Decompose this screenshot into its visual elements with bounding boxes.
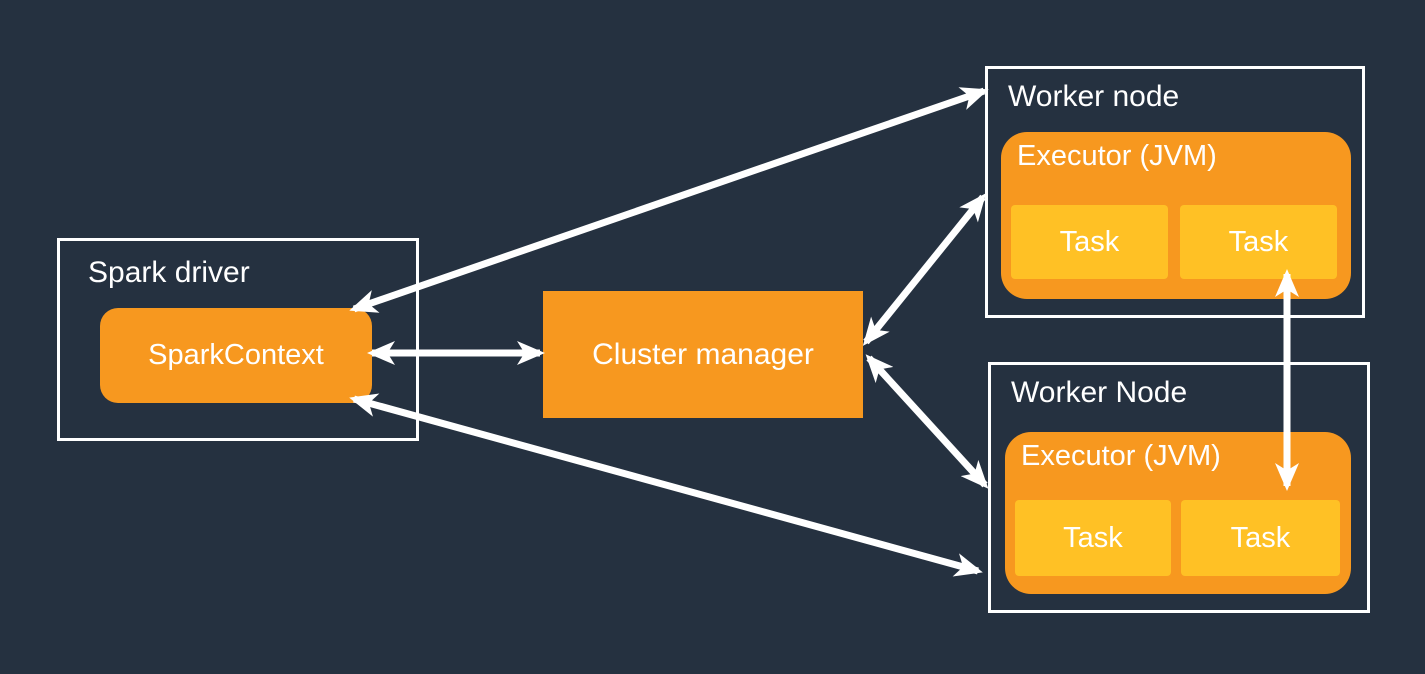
task-label: Task (1059, 225, 1120, 258)
worker-node-bottom-label: Worker Node (1011, 376, 1188, 409)
task-node: Task (1180, 205, 1337, 279)
worker-node-top-label: Worker node (1008, 80, 1180, 113)
task-node: Task (1011, 205, 1168, 279)
worker-node-bottom-box: Worker Node Executor (JVM) Task Task (988, 362, 1370, 613)
task-label: Task (1228, 225, 1289, 258)
spark-context-label: SparkContext (148, 339, 324, 371)
task-label: Task (1063, 521, 1123, 554)
executor-top-label: Executor (JVM) (1017, 140, 1217, 172)
task-node: Task (1015, 500, 1171, 576)
executor-top-node: Executor (JVM) Task Task (1001, 132, 1351, 299)
spark-context-node: SparkContext (100, 308, 372, 403)
task-node: Task (1181, 500, 1340, 576)
executor-bottom-label: Executor (JVM) (1021, 440, 1221, 472)
edge-spark-context--worker-node-bottom (349, 393, 983, 577)
worker-node-top-box: Worker node Executor (JVM) Task Task (985, 66, 1365, 318)
spark-driver-box: Spark driver SparkContext (57, 238, 419, 441)
edge-spark-context--worker-node-top (349, 87, 989, 313)
task-label: Task (1230, 521, 1291, 554)
spark-driver-label: Spark driver (88, 256, 250, 289)
edge-cluster-manager--worker-node-bottom (865, 354, 989, 489)
cluster-manager-label: Cluster manager (592, 337, 814, 371)
edge-cluster-manager--worker-node-top (862, 193, 987, 346)
cluster-manager-node: Cluster manager (543, 291, 863, 418)
executor-bottom-node: Executor (JVM) Task Task (1005, 432, 1351, 594)
